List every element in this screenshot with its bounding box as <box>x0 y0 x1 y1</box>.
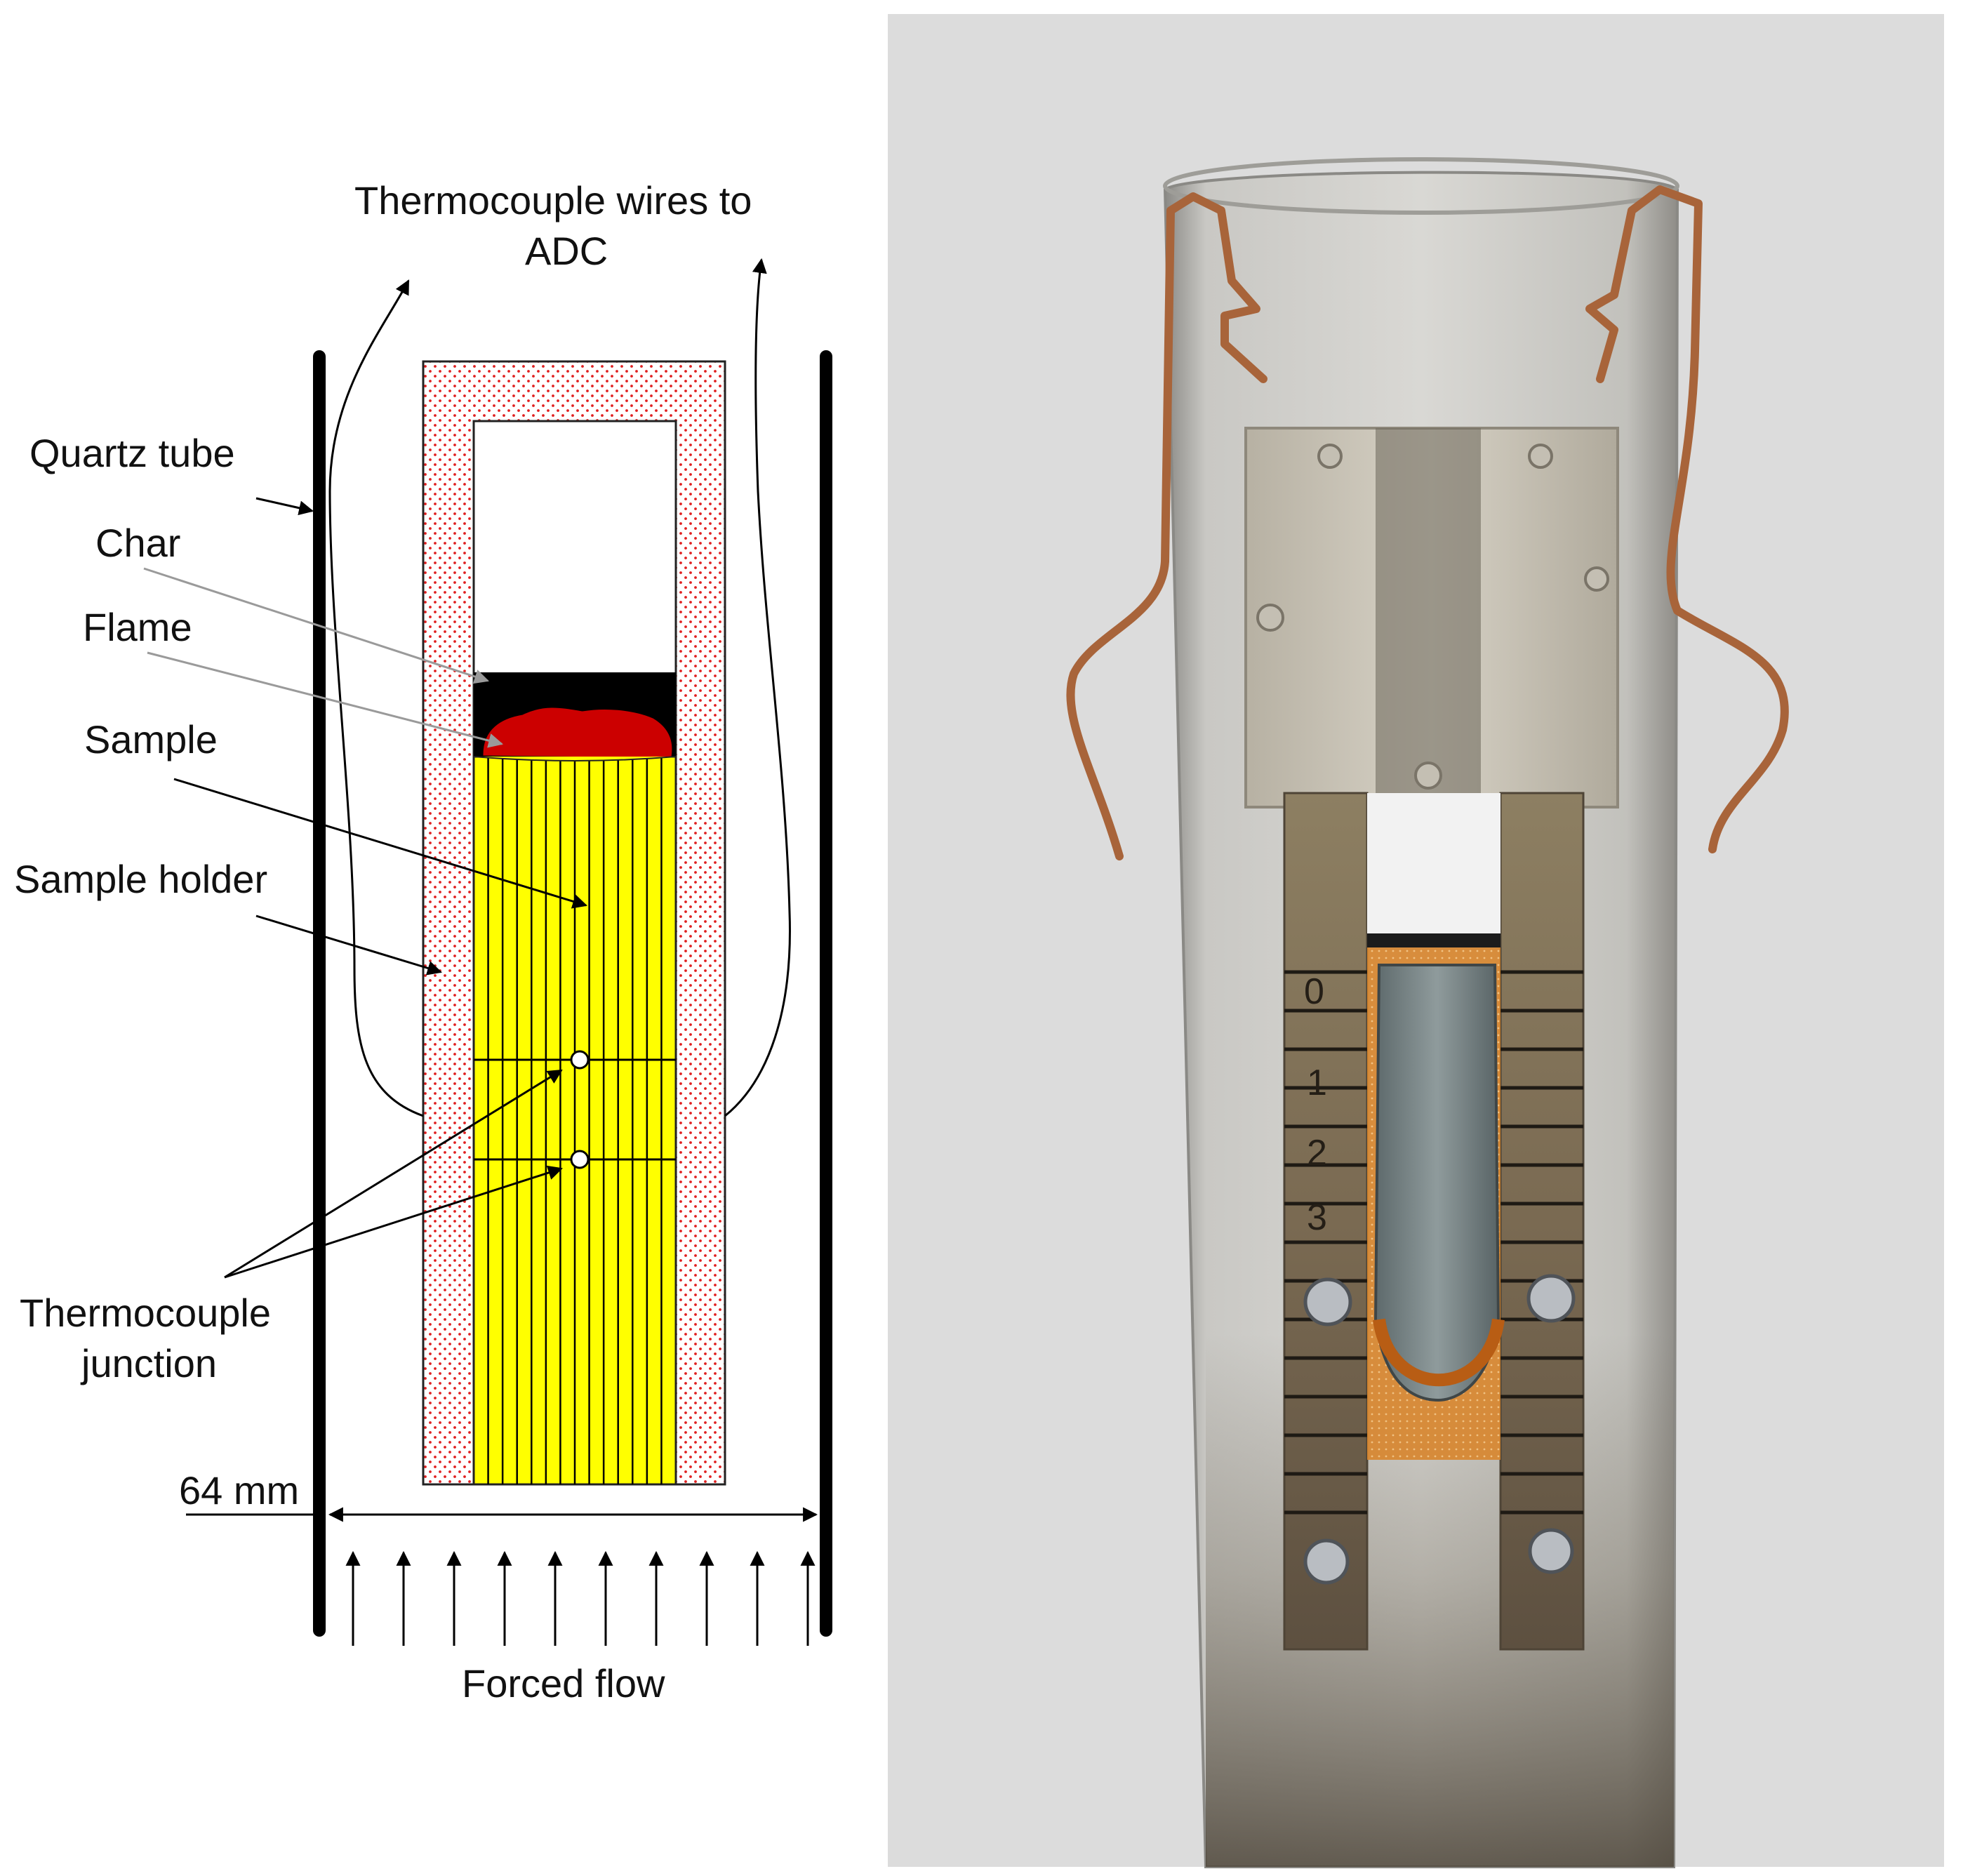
scale-mark-3: 3 <box>1307 1197 1327 1238</box>
apparatus-photo: 0 1 2 3 <box>888 14 1944 1868</box>
label-sample-holder: Sample holder <box>14 857 267 901</box>
flame-leader <box>147 651 504 748</box>
scale-mark-1: 1 <box>1307 1063 1327 1103</box>
holder-strip-right <box>1499 792 1585 1651</box>
scale-ticks <box>1284 970 1583 1515</box>
schematic-diagram: Thermocouple wires to ADC Quartz tube Ch… <box>14 178 832 1705</box>
scale-mark-2: 2 <box>1307 1133 1327 1173</box>
scale-numbers: 0 1 2 3 <box>1304 971 1327 1238</box>
tube-rim <box>1163 157 1679 215</box>
forced-flow-arrows <box>345 1550 816 1646</box>
burnt-sample <box>1373 964 1500 1402</box>
sample-leader <box>173 778 588 909</box>
bracket-screws <box>1256 444 1609 790</box>
label-thermocouple-junction-line2: junction <box>80 1341 217 1385</box>
label-thermocouple-junction-line1: Thermocouple <box>20 1291 271 1335</box>
strip-screws <box>1303 1274 1576 1585</box>
label-width-dimension: 64 mm <box>179 1468 299 1512</box>
sample-block <box>472 755 677 1486</box>
label-sample: Sample <box>84 717 218 761</box>
sample-holder-leader <box>255 914 443 976</box>
label-flame: Flame <box>83 605 192 649</box>
thermocouple-wire-right <box>724 258 791 1117</box>
copper-wire-right <box>1585 185 1789 853</box>
scale-mark-0: 0 <box>1304 971 1324 1012</box>
thermocouple-junction-lower <box>570 1150 590 1169</box>
label-wires-to-adc-line2: ADC <box>525 229 608 273</box>
label-quartz-tube: Quartz tube <box>29 431 235 475</box>
flame-shape <box>483 707 672 758</box>
junction-leader-upper <box>224 1069 563 1279</box>
label-wires-to-adc-line1: Thermocouple wires to <box>354 178 752 222</box>
char-leader <box>143 567 489 684</box>
quartz-tube-leader <box>255 497 314 516</box>
copper-wire-left <box>1066 192 1267 860</box>
label-forced-flow: Forced flow <box>462 1661 665 1705</box>
junction-leader-lower <box>224 1165 563 1279</box>
thermocouple-wire-left <box>328 279 424 1117</box>
thermocouple-junction-upper <box>570 1050 590 1070</box>
label-char: Char <box>95 521 180 565</box>
